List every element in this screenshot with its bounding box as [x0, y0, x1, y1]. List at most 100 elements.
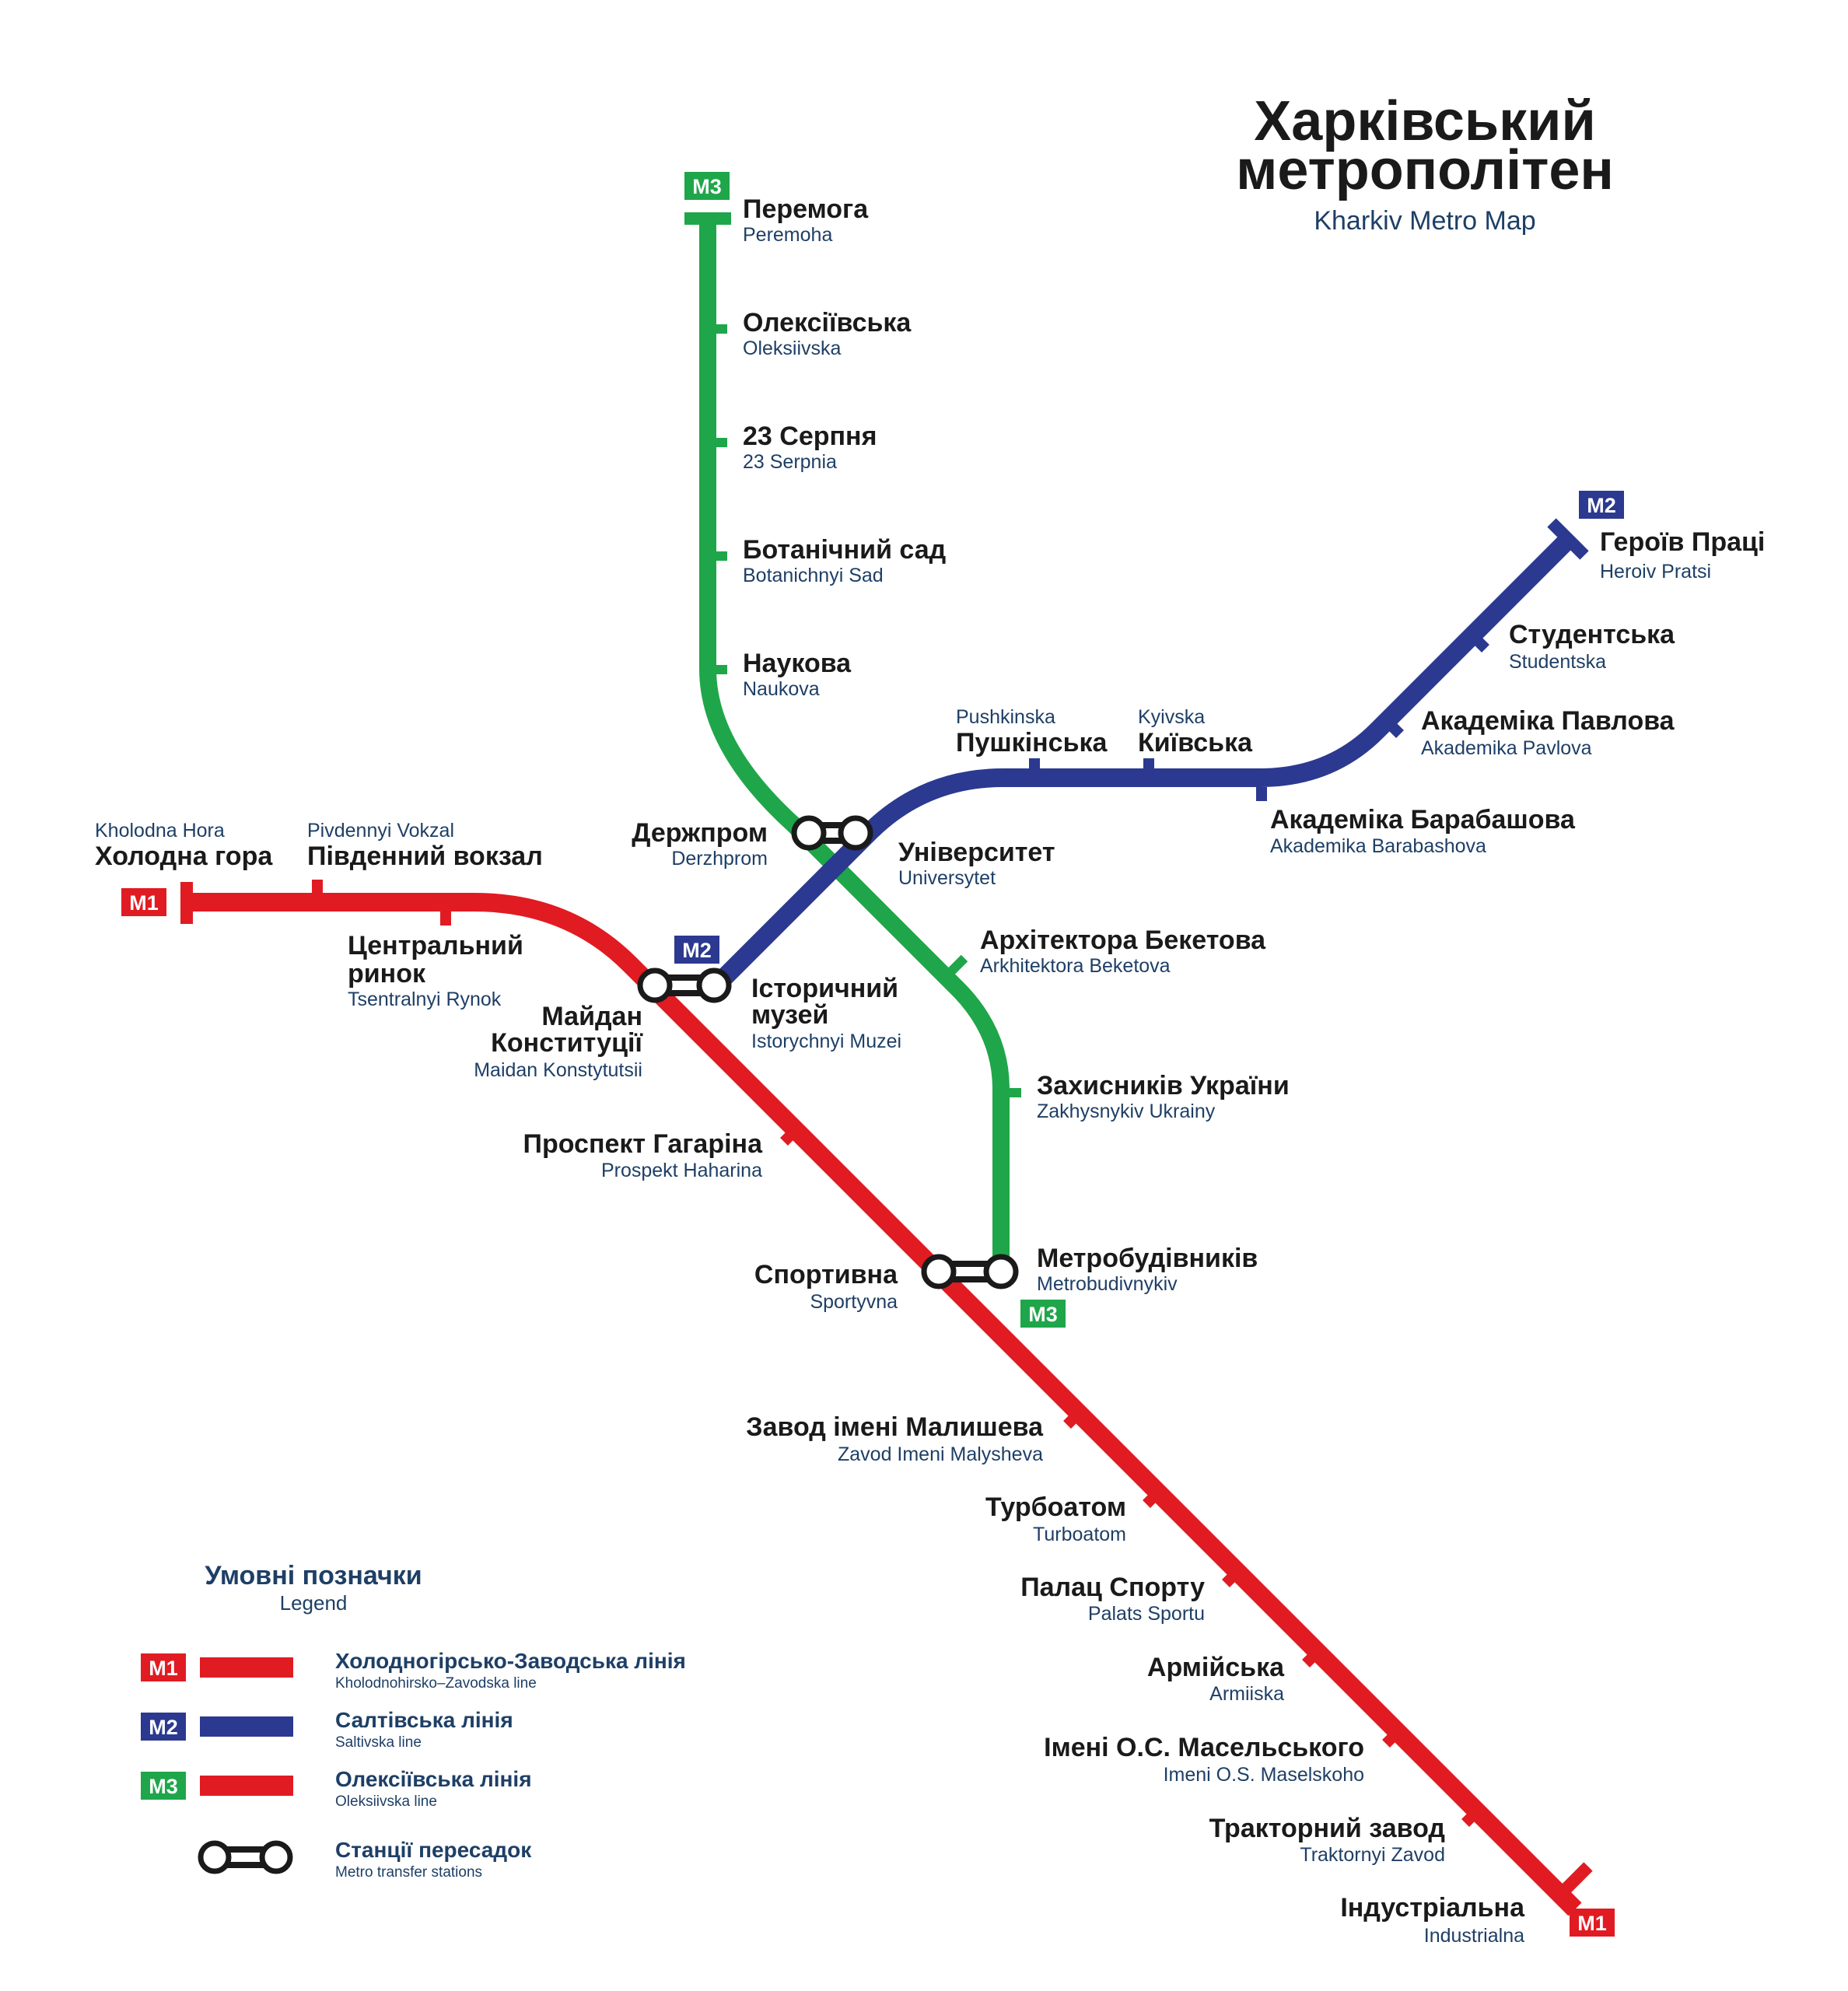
- legend-title: Умовні позначки: [205, 1561, 422, 1590]
- svg-text:Палац Спорту: Палац Спорту: [1020, 1573, 1205, 1602]
- svg-text:Istorychnyi Muzei: Istorychnyi Muzei: [751, 1030, 901, 1052]
- svg-text:Ботанічний сад: Ботанічний сад: [743, 535, 946, 565]
- svg-text:Akademika Pavlova: Akademika Pavlova: [1421, 737, 1592, 759]
- station-tsentralnyi-rynok[interactable]: Центральний ринок Tsentralnyi Rynok: [348, 931, 523, 1010]
- svg-text:Архітектора Бекетова: Архітектора Бекетова: [980, 926, 1266, 955]
- svg-text:Arkhitektora Beketova: Arkhitektora Beketova: [980, 955, 1171, 977]
- svg-text:Metro transfer stations: Metro transfer stations: [335, 1864, 482, 1881]
- svg-text:Oleksiivska line: Oleksiivska line: [335, 1793, 437, 1810]
- station-palats-sportu[interactable]: Палац Спорту Palats Sportu: [1020, 1573, 1205, 1625]
- station-traktornyi-zavod[interactable]: Тракторний завод Traktornyi Zavod: [1209, 1814, 1445, 1866]
- svg-text:M3: M3: [149, 1775, 178, 1798]
- svg-text:Derzhprom: Derzhprom: [671, 848, 768, 870]
- svg-text:Metrobudivnykiv: Metrobudivnykiv: [1037, 1273, 1178, 1295]
- station-derzhprom[interactable]: Держпром Derzhprom: [632, 818, 768, 870]
- station-studentska[interactable]: Студентська Studentska: [1509, 620, 1675, 673]
- m1-line: [180, 880, 1593, 1916]
- svg-text:Станції пересадок: Станції пересадок: [335, 1838, 532, 1862]
- badge-m2-end: M2: [1579, 491, 1624, 519]
- svg-text:Університет: Університет: [898, 838, 1055, 867]
- station-istorychnyi-muzei[interactable]: Історичний музей Istorychnyi Muzei: [751, 974, 901, 1052]
- badge-m2-start: M2: [674, 936, 719, 964]
- svg-text:M1: M1: [149, 1657, 178, 1680]
- station-akademika-barabashova[interactable]: Академіка Барабашова Akademika Barabasho…: [1270, 805, 1576, 857]
- svg-text:M3: M3: [1028, 1303, 1058, 1326]
- svg-text:M2: M2: [149, 1716, 178, 1739]
- svg-text:Індустріальна: Індустріальна: [1340, 1893, 1525, 1923]
- station-pivdennyi-vokzal[interactable]: Pivdennyi Vokzal Південний вокзал: [307, 820, 543, 871]
- svg-text:Traktornyi Zavod: Traktornyi Zavod: [1300, 1844, 1445, 1866]
- station-arkhitektora-beketova[interactable]: Архітектора Бекетова Arkhitektora Beketo…: [980, 926, 1266, 977]
- station-23-serpnia[interactable]: 23 Серпня 23 Serpnia: [743, 422, 877, 473]
- svg-text:музей: музей: [751, 1000, 828, 1030]
- svg-text:Київська: Київська: [1138, 728, 1253, 758]
- map-title-line2: метрополітен: [1236, 139, 1614, 201]
- svg-text:Спортивна: Спортивна: [754, 1260, 898, 1289]
- svg-text:Pushkinska: Pushkinska: [956, 706, 1055, 728]
- svg-text:Maidan Konstytutsii: Maidan Konstytutsii: [474, 1059, 642, 1081]
- svg-text:Олексіївська лінія: Олексіївська лінія: [335, 1767, 532, 1791]
- svg-text:Тракторний завод: Тракторний завод: [1209, 1814, 1445, 1843]
- svg-text:Studentska: Studentska: [1509, 651, 1606, 673]
- legend-item-m2: M2 Салтівська лінія Saltivska line: [141, 1708, 513, 1751]
- legend: Умовні позначки Legend M1 Холодногірсько…: [141, 1561, 686, 1881]
- svg-text:Industrialna: Industrialna: [1424, 1925, 1524, 1947]
- svg-text:M2: M2: [682, 939, 712, 962]
- station-botanichnyi-sad[interactable]: Ботанічний сад Botanichnyi Sad: [743, 535, 946, 586]
- svg-text:Kyivska: Kyivska: [1138, 706, 1205, 728]
- svg-text:M1: M1: [129, 891, 159, 915]
- station-industrialna[interactable]: Індустріальна Industrialna: [1340, 1893, 1525, 1947]
- svg-text:Saltivska line: Saltivska line: [335, 1734, 422, 1751]
- station-heroiv-pratsi[interactable]: Героїв Праці Heroiv Pratsi: [1600, 527, 1765, 583]
- station-akademika-pavlova[interactable]: Академіка Павлова Akademika Pavlova: [1421, 706, 1675, 759]
- station-naukova[interactable]: Наукова Naukova: [743, 649, 852, 700]
- badge-m3-bottom: M3: [1020, 1300, 1066, 1328]
- svg-text:Імені О.С. Масельського: Імені О.С. Масельського: [1044, 1733, 1364, 1762]
- station-oleksiivska[interactable]: Олексіївська Oleksiivska: [743, 308, 912, 359]
- station-zavod-malysheva[interactable]: Завод імені Малишева Zavod Imeni Malyshe…: [746, 1412, 1044, 1465]
- station-prospekt-haharina[interactable]: Проспект Гагаріна Prospekt Haharina: [523, 1129, 764, 1181]
- station-universytet[interactable]: Університет Universytet: [898, 838, 1055, 889]
- svg-text:Prospekt Haharina: Prospekt Haharina: [601, 1160, 762, 1181]
- svg-text:Botanichnyi Sad: Botanichnyi Sad: [743, 565, 884, 586]
- legend-subtitle: Legend: [280, 1591, 348, 1615]
- svg-text:Холодногірсько-Заводська лінія: Холодногірсько-Заводська лінія: [335, 1649, 686, 1673]
- svg-text:Холодна гора: Холодна гора: [95, 842, 273, 871]
- station-pushkinska[interactable]: Pushkinska Пушкінська: [956, 706, 1108, 758]
- legend-item-transfer: Станції пересадок Metro transfer station…: [198, 1838, 532, 1881]
- station-kyivska[interactable]: Kyivska Київська: [1138, 706, 1253, 758]
- svg-text:Захисників України: Захисників України: [1037, 1071, 1290, 1100]
- svg-text:Конституції: Конституції: [491, 1028, 643, 1058]
- svg-text:M3: M3: [692, 175, 722, 198]
- station-maidan-konstytutsii[interactable]: Майдан Конституції Maidan Konstytutsii: [474, 1002, 643, 1081]
- station-peremoha[interactable]: Перемога Peremoha: [743, 194, 869, 246]
- svg-text:Palats Sportu: Palats Sportu: [1088, 1603, 1205, 1625]
- badge-m1-end: M1: [1570, 1909, 1615, 1937]
- svg-text:Пушкінська: Пушкінська: [956, 728, 1108, 758]
- m2-line: [709, 518, 1589, 993]
- station-metrobudivnykiv[interactable]: Метробудівників Metrobudivnykiv: [1037, 1244, 1258, 1295]
- station-turboatom[interactable]: Турбоатом Turboatom: [985, 1492, 1126, 1545]
- svg-text:Студентська: Студентська: [1509, 620, 1675, 649]
- svg-text:Перемога: Перемога: [743, 194, 869, 224]
- svg-text:Завод імені Малишева: Завод імені Малишева: [746, 1412, 1044, 1442]
- svg-text:Історичний: Історичний: [751, 974, 898, 1003]
- station-imeni-maselskoho[interactable]: Імені О.С. Масельського Imeni O.S. Masel…: [1044, 1733, 1364, 1786]
- svg-text:Naukova: Naukova: [743, 678, 820, 700]
- svg-text:Наукова: Наукова: [743, 649, 852, 678]
- transfer-derzhprom-universytet[interactable]: [791, 815, 873, 851]
- station-armiiska[interactable]: Армійська Armiiska: [1147, 1653, 1285, 1705]
- station-kholodna-hora[interactable]: Kholodna Hora Холодна гора: [95, 820, 273, 871]
- transfer-maidan-istorychnyi[interactable]: [637, 968, 732, 1003]
- badge-m1-start: M1: [121, 888, 166, 916]
- svg-text:Kholodna Hora: Kholodna Hora: [95, 820, 225, 842]
- svg-text:Армійська: Армійська: [1147, 1653, 1285, 1682]
- svg-text:Armiiska: Armiiska: [1209, 1683, 1284, 1705]
- svg-text:Салтівська лінія: Салтівська лінія: [335, 1708, 513, 1732]
- station-sportyvna[interactable]: Спортивна Sportyvna: [754, 1260, 898, 1313]
- transfer-sportyvna-metrobudivnykiv[interactable]: [921, 1254, 1019, 1289]
- svg-text:Zavod Imeni Malysheva: Zavod Imeni Malysheva: [838, 1443, 1043, 1465]
- svg-text:Imeni O.S. Maselskoho: Imeni O.S. Maselskoho: [1164, 1764, 1364, 1786]
- station-zakhysnykiv-ukrainy[interactable]: Захисників України Zakhysnykiv Ukrainy: [1037, 1071, 1290, 1122]
- svg-text:Tsentralnyi Rynok: Tsentralnyi Rynok: [348, 989, 502, 1010]
